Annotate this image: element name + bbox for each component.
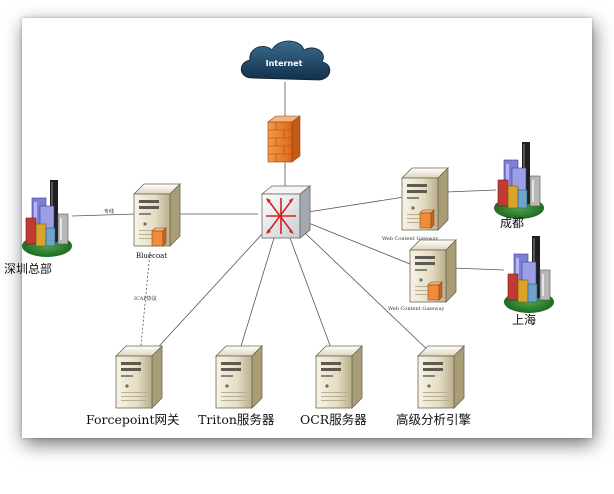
triton-label: Triton服务器 (198, 412, 275, 427)
connection-lines (71, 82, 505, 357)
city-buildings-icon (493, 141, 545, 220)
cloud-icon (240, 40, 331, 81)
city-buildings-icon (503, 235, 555, 314)
chengdu-site[interactable]: 成都 (493, 141, 545, 230)
proxy-badge-icon (151, 227, 167, 247)
internet-label: Internet (266, 59, 303, 68)
link-switch-analytics (303, 231, 433, 355)
triton-server[interactable]: Triton服务器 (198, 345, 275, 427)
firewall-icon (267, 115, 301, 163)
link-switch-shanghai-gw (305, 221, 411, 265)
chengdu-gateway-label: Web Content Gateway (382, 236, 439, 242)
link-switch-triton (237, 237, 275, 357)
core-switch[interactable] (260, 185, 312, 239)
forcepoint-gateway[interactable]: Forcepoint网关 (86, 345, 180, 427)
shanghai-site[interactable]: 上海 (503, 235, 555, 327)
chengdu-gateway[interactable]: Web Content Gateway (382, 167, 449, 242)
shanghai-gateway[interactable]: Web Content Gateway (388, 239, 457, 312)
internet-cloud[interactable]: Internet (240, 40, 331, 81)
link-label-hq-proxy: 专线 (104, 208, 114, 215)
firewall[interactable] (267, 115, 301, 163)
link-shanghai-gw-city (451, 267, 505, 271)
server-icon (417, 345, 465, 409)
router-icon (260, 185, 312, 239)
headquarters-site[interactable]: 深圳总部 (4, 179, 73, 276)
gateway-badge-icon (419, 209, 435, 229)
analytics-engine[interactable]: 高级分析引擎 (396, 345, 471, 427)
chengdu-label: 成都 (500, 216, 524, 230)
ocr-server[interactable]: OCR服务器 (300, 345, 367, 427)
bluecoat-proxy[interactable]: Bluecoat (133, 183, 181, 260)
link-switch-ocr (289, 237, 335, 357)
server-icon (115, 345, 163, 409)
link-label-icap: ICAP协议 (134, 295, 157, 302)
link-switch-chengdu-gw (307, 196, 405, 213)
server-icon (315, 345, 363, 409)
server-icon (215, 345, 263, 409)
link-proxy-forcepoint (139, 251, 151, 357)
city-buildings-icon (21, 179, 73, 258)
shanghai-gateway-label: Web Content Gateway (388, 306, 445, 312)
ocr-label: OCR服务器 (300, 412, 367, 427)
shanghai-label: 上海 (512, 312, 536, 327)
link-hq-proxy (71, 213, 137, 217)
link-chengdu-gw-city (445, 189, 497, 193)
forcepoint-label: Forcepoint网关 (86, 412, 180, 427)
proxy-label: Bluecoat (136, 252, 167, 260)
headquarters-label: 深圳总部 (4, 261, 52, 276)
gateway-badge-icon (427, 281, 443, 301)
analytics-label: 高级分析引擎 (396, 412, 471, 427)
link-switch-forcepoint (149, 231, 265, 357)
